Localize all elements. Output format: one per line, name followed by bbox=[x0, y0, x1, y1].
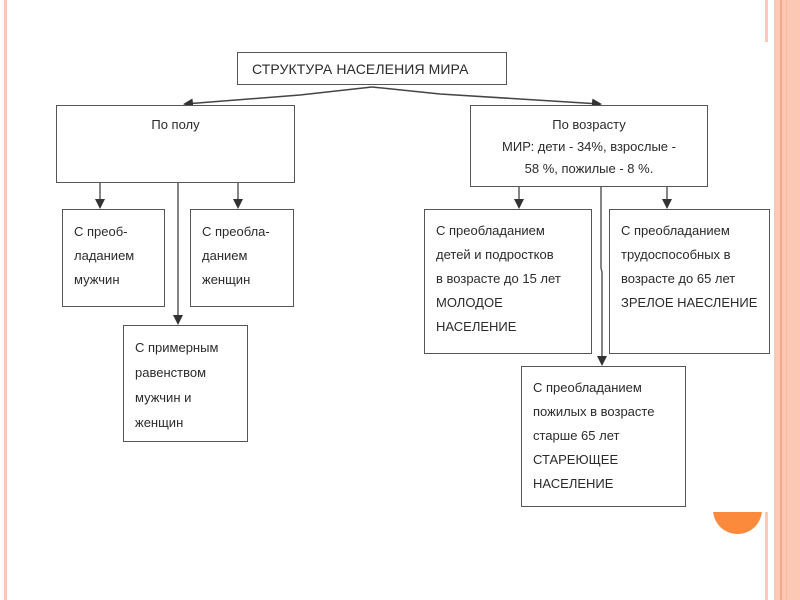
left-decorative-line bbox=[4, 0, 7, 600]
leaf-text: женщин bbox=[135, 415, 184, 430]
branch-by-age: По возрасту МИР: дети - 34%, взрослые - … bbox=[470, 105, 708, 187]
leaf-text: мужчин и bbox=[135, 390, 192, 405]
leaf-text: трудоспособных в bbox=[621, 247, 731, 262]
diagram-title: СТРУКТУРА НАСЕЛЕНИЯ МИРА bbox=[252, 61, 469, 77]
leaf-text: ЗРЕЛОЕ НАЕСЛЕНИЕ bbox=[621, 295, 758, 310]
leaf-text: С примерным bbox=[135, 340, 219, 355]
leaf-text: данием bbox=[202, 248, 248, 263]
leaf-text: С преобладанием bbox=[436, 223, 545, 238]
leaf-female-predominance: С преобла- данием женщин bbox=[190, 209, 294, 307]
leaf-text: С преоб- bbox=[74, 224, 128, 239]
connector-title-to-age bbox=[371, 86, 602, 109]
decorative-orange-half-circle bbox=[713, 512, 762, 534]
connector-title-to-sex bbox=[183, 86, 373, 109]
branch-by-age-label: По возрасту bbox=[552, 117, 626, 132]
leaf-text: возрасте до 65 лет bbox=[621, 271, 736, 286]
leaf-text: С преобладанием bbox=[621, 223, 730, 238]
right-decorative-thin-line-bottom bbox=[765, 512, 768, 600]
leaf-young-population: С преобладанием детей и подростков в воз… bbox=[424, 209, 592, 354]
leaf-text: в возрасте до 15 лет bbox=[436, 271, 561, 286]
leaf-male-predominance: С преоб- ладанием мужчин bbox=[62, 209, 165, 307]
leaf-text: СТАРЕЮЩЕЕ bbox=[533, 452, 619, 467]
connector-age-to-aging bbox=[597, 187, 607, 366]
leaf-mature-population: С преобладанием трудоспособных в возраст… bbox=[609, 209, 770, 354]
leaf-text: детей и подростков bbox=[436, 247, 554, 262]
leaf-text: С преобла- bbox=[202, 224, 270, 239]
diagram-title-box: СТРУКТУРА НАСЕЛЕНИЯ МИРА bbox=[237, 52, 507, 85]
world-stats-line-1: МИР: дети - 34%, взрослые - bbox=[502, 139, 676, 154]
leaf-aging-population: С преобладанием пожилых в возрасте старш… bbox=[521, 366, 686, 507]
leaf-text: мужчин bbox=[74, 272, 120, 287]
branch-by-sex: По полу bbox=[56, 105, 295, 183]
right-decorative-stripe-2 bbox=[786, 0, 787, 600]
leaf-text: НАСЕЛЕНИЕ bbox=[436, 319, 517, 334]
leaf-text: МОЛОДОЕ bbox=[436, 295, 503, 310]
leaf-text: женщин bbox=[202, 272, 251, 287]
right-decorative-band bbox=[774, 0, 800, 600]
branch-by-sex-label: По полу bbox=[151, 117, 200, 132]
leaf-sex-equality: С примерным равенством мужчин и женщин bbox=[123, 325, 248, 442]
leaf-text: ладанием bbox=[74, 248, 135, 263]
leaf-text: старше 65 лет bbox=[533, 428, 620, 443]
right-decorative-stripe bbox=[780, 0, 782, 600]
leaf-text: равенством bbox=[135, 365, 207, 380]
leaf-text: пожилых в возрасте bbox=[533, 404, 655, 419]
leaf-text: С преобладанием bbox=[533, 380, 642, 395]
world-stats-line-2: 58 %, пожилые - 8 %. bbox=[524, 161, 654, 176]
leaf-text: НАСЕЛЕНИЕ bbox=[533, 476, 614, 491]
right-decorative-thin-line-top bbox=[765, 0, 768, 42]
